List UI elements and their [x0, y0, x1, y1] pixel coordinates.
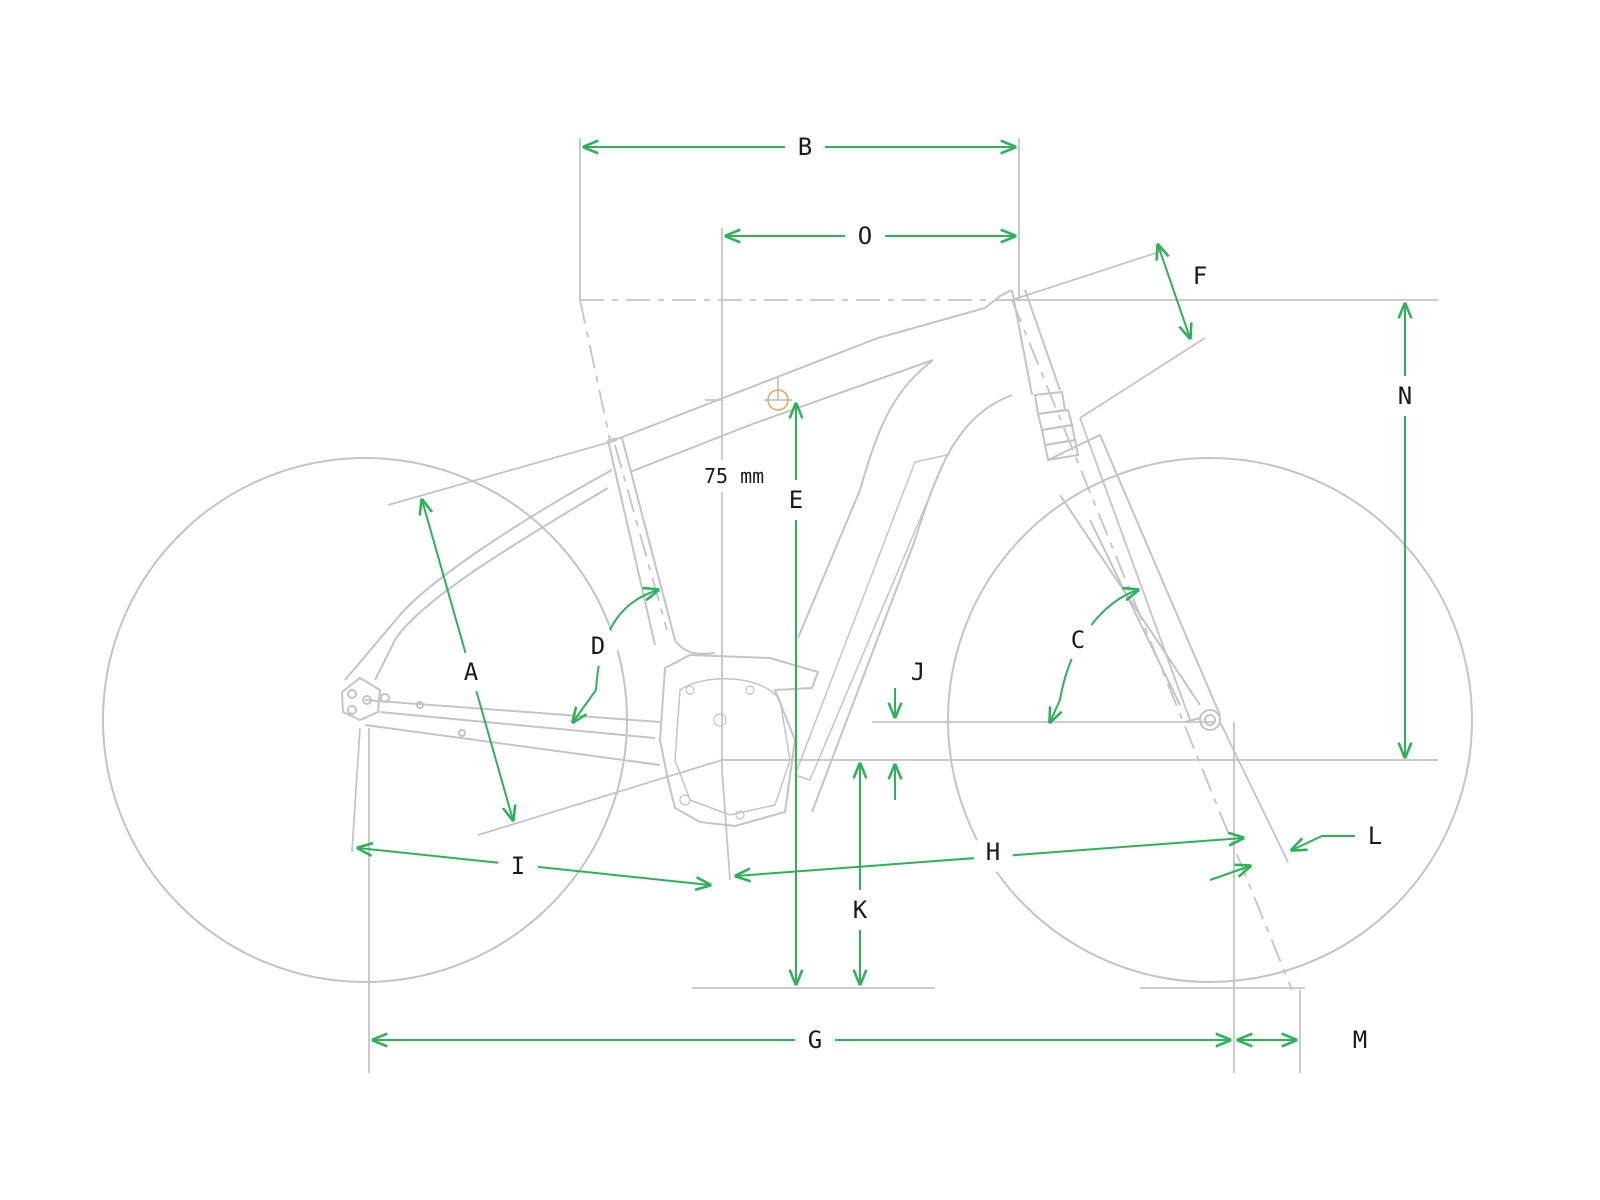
svg-text:B: B [798, 133, 812, 161]
label-B: B [785, 127, 825, 167]
head-tube [1011, 289, 1061, 396]
fork-boot [1033, 390, 1080, 462]
bike-outline [102, 289, 1473, 983]
label-O: O [845, 216, 885, 256]
svg-text:D: D [591, 632, 605, 660]
label-D: D [578, 626, 618, 666]
fork-legs [1047, 433, 1221, 716]
svg-text:K: K [853, 896, 868, 924]
reference-lines [351, 138, 1438, 1073]
svg-text:M: M [1353, 1026, 1367, 1054]
chain-stays [364, 699, 661, 766]
svg-text:I: I [511, 852, 525, 880]
svg-text:O: O [858, 222, 872, 250]
rear-wheel [102, 457, 628, 983]
svg-text:C: C [1071, 626, 1085, 654]
svg-text:E: E [789, 486, 803, 514]
svg-text:J: J [911, 658, 925, 686]
label-N: N [1385, 376, 1425, 416]
seat-measurement-annotation: 75 mm [700, 460, 782, 492]
svg-text:L: L [1368, 822, 1382, 850]
svg-text:A: A [464, 658, 479, 686]
seat-tube [607, 437, 716, 655]
label-H: H [973, 832, 1013, 872]
label-I: I [498, 846, 538, 886]
seat-stays [344, 469, 613, 681]
svg-text:F: F [1193, 262, 1207, 290]
label-M: M [1340, 1020, 1380, 1060]
svg-text:H: H [986, 838, 1000, 866]
label-L: L [1355, 816, 1395, 856]
motor-housing [658, 653, 820, 828]
down-tube [797, 359, 1013, 813]
dimension-lines [358, 147, 1405, 1040]
label-A: A [451, 652, 491, 692]
label-G: G [795, 1020, 835, 1060]
label-J: J [898, 652, 938, 692]
top-tube [619, 289, 1013, 473]
front-dropout [1184, 709, 1221, 731]
front-wheel [947, 457, 1473, 983]
label-F: F [1180, 256, 1220, 296]
svg-text:75 mm: 75 mm [704, 464, 764, 488]
seat-height-marker [767, 389, 789, 411]
label-C: C [1058, 620, 1098, 660]
battery-slot [794, 453, 949, 781]
svg-text:G: G [808, 1026, 822, 1054]
label-E: E [776, 480, 816, 520]
dimension-labels: B O F N A D C E [451, 127, 1425, 1060]
svg-text:N: N [1398, 382, 1412, 410]
label-K: K [840, 890, 880, 930]
